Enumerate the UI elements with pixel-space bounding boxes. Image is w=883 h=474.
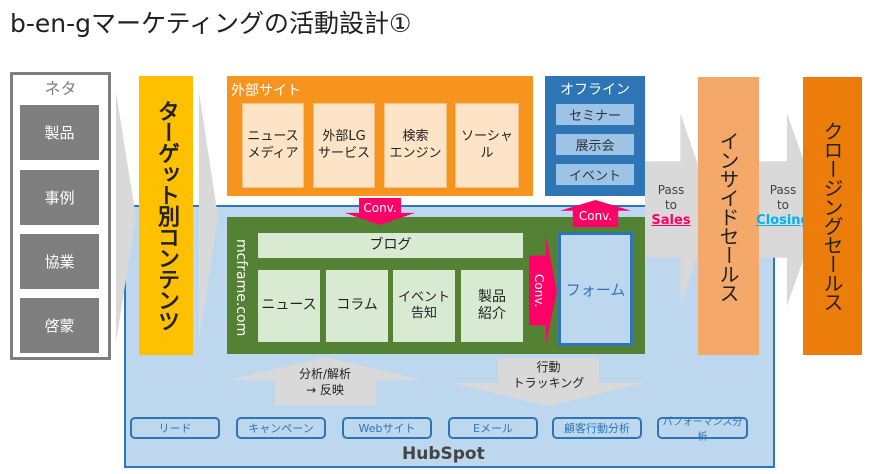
external-item: ソーシャル [455,103,519,188]
pass-text: Pass [657,183,685,197]
mcframe-item: イベント告知 [393,270,455,342]
item-line: ソーシャル [461,129,513,161]
conv-label: Conv. [529,256,549,326]
item-line: 告知 [410,306,437,321]
closing-sales: クロージングセールス [803,77,862,355]
item-line: 製品 [478,288,506,305]
offline-item: イベント [556,164,634,185]
closing-sales-label: クロージングセールス [820,121,844,311]
analysis-label: 分析/解析→ 反映 [270,367,380,398]
form-box[interactable]: フォーム [558,232,633,346]
tracking-label: 行動トラッキング [490,360,607,391]
conv-label: Conv. [578,209,613,223]
pass-text: to [664,198,678,212]
neta-title: ネタ [44,79,77,98]
pass-text: Pass [769,183,797,197]
conv-text: Conv. [532,274,546,308]
tracking-text: トラッキング [512,375,585,390]
feature-website: Webサイト [342,417,432,439]
feature-behavior-analysis: 顧客行動分析 [552,417,642,439]
pass-text: to [776,198,790,212]
item-line: コラム [336,297,378,314]
neta-item: 啓蒙 [20,298,99,353]
mcframe-item: ニュース [258,270,320,342]
offline-item: セミナー [556,104,634,125]
page-title: b-en-gマーケティングの活動設計① [10,9,412,38]
offline-title: オフライン [560,82,630,98]
item-line: エンジン [389,145,442,161]
feature-lead: リード [130,417,220,439]
item-line: メディア [247,145,299,161]
feature-campaign: キャンペーン [236,417,326,439]
inside-sales: インサイドセールス [698,77,759,355]
neta-item: 協業 [20,234,99,289]
item-line: 紹介 [478,306,506,322]
closing-link[interactable]: Closing [756,213,810,228]
mcframe-item: コラム [326,270,388,342]
mcframe-item: 製品紹介 [461,270,523,342]
item-line: ニュース [261,297,317,314]
item-line: ニュース [247,129,299,145]
blog-box: ブログ [258,233,523,258]
offline-item: 展示会 [556,134,634,155]
target-label: ターゲット別コンテンツ [154,100,179,331]
item-line: イベント [397,289,450,305]
item-line: サービス [317,145,370,161]
analysis-text: 分析/解析 [298,367,352,381]
sales-link[interactable]: Sales [651,213,691,228]
feature-email: Eメール [448,417,538,439]
external-item: ニュースメディア [242,103,304,188]
inside-sales-label: インサイドセールス [716,130,740,302]
mcframe-site-label: mcframe.com [228,230,254,345]
tracking-text: 行動 [536,360,561,374]
conv-label: Conv. [363,200,397,215]
target-contents: ターゲット別コンテンツ [139,76,193,355]
external-sites-title: 外部サイト [231,83,301,99]
mcframe-site-text: mcframe.com [233,238,249,337]
hubspot-logo: HubSpot [402,444,485,464]
item-line: 外部LG [322,129,366,145]
neta-item: 事例 [20,170,99,225]
external-item: 検索エンジン [384,103,447,188]
neta-item: 製品 [20,105,99,160]
analysis-text: → 反映 [306,382,344,397]
item-line: 検索 [402,129,429,145]
feature-performance-analysis: パフォーマンス分析 [657,417,748,443]
